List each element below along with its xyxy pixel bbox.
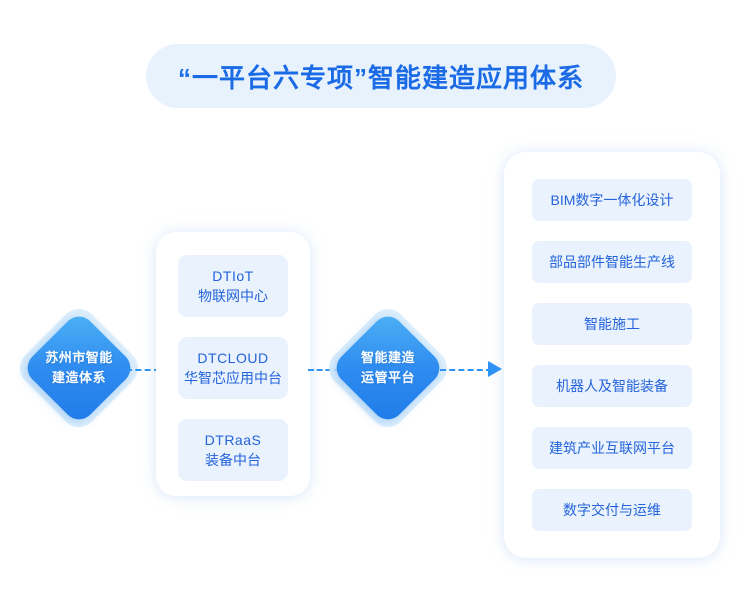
diagram-title-pill: “一平台六专项”智能建造应用体系: [146, 44, 616, 108]
application-item-component-production-line[interactable]: 部品部件智能生产线: [532, 241, 692, 283]
platform-item-dtcloud-line2: 华智芯应用中台: [184, 370, 282, 386]
node-left-line1: 苏州市智能: [45, 350, 113, 365]
application-item-bim-design[interactable]: BIM数字一体化设计: [532, 179, 692, 221]
node-smart-construction-operations-platform: 智能建造 运管平台: [321, 301, 455, 435]
node-suzhou-smart-construction-system: 苏州市智能 建造体系: [12, 301, 146, 435]
page-title: “一平台六专项”智能建造应用体系: [177, 62, 584, 93]
connector-platform-to-center: [308, 369, 340, 371]
connector-center-to-applications: [440, 369, 492, 371]
node-left-label: 苏州市智能 建造体系: [24, 313, 134, 423]
node-center-line2: 运管平台: [360, 370, 415, 385]
platform-item-dtraas[interactable]: DTRaaS 装备中台: [178, 419, 288, 481]
node-center-label: 智能建造 运管平台: [333, 313, 443, 423]
application-item-digital-delivery-and-om[interactable]: 数字交付与运维: [532, 489, 692, 531]
application-item-smart-construction-label: 智能施工: [584, 316, 640, 332]
connector-left-to-platform: [126, 369, 160, 371]
arrow-right-icon: [488, 361, 502, 377]
application-item-digital-delivery-and-om-label: 数字交付与运维: [563, 502, 661, 518]
application-item-bim-design-label: BIM数字一体化设计: [550, 192, 674, 208]
application-item-robots-and-equipment-label: 机器人及智能装备: [556, 378, 668, 394]
application-item-industrial-internet-platform-label: 建筑产业互联网平台: [549, 440, 675, 456]
application-item-industrial-internet-platform[interactable]: 建筑产业互联网平台: [532, 427, 692, 469]
platform-item-dtcloud[interactable]: DTCLOUD 华智芯应用中台: [178, 337, 288, 399]
application-item-smart-construction[interactable]: 智能施工: [532, 303, 692, 345]
platform-item-dtraas-line2: 装备中台: [205, 452, 261, 468]
platform-item-dtiot[interactable]: DTIoT 物联网中心: [178, 255, 288, 317]
application-item-robots-and-equipment[interactable]: 机器人及智能装备: [532, 365, 692, 407]
platform-item-dtraas-line1: DTRaaS: [204, 432, 262, 448]
platform-item-dtcloud-line1: DTCLOUD: [197, 350, 269, 366]
platform-item-dtiot-line2: 物联网中心: [198, 288, 268, 304]
node-left-line2: 建造体系: [51, 370, 106, 385]
platform-item-dtiot-line1: DTIoT: [212, 268, 254, 284]
application-item-component-production-line-label: 部品部件智能生产线: [549, 254, 675, 270]
node-center-line1: 智能建造: [360, 350, 415, 365]
